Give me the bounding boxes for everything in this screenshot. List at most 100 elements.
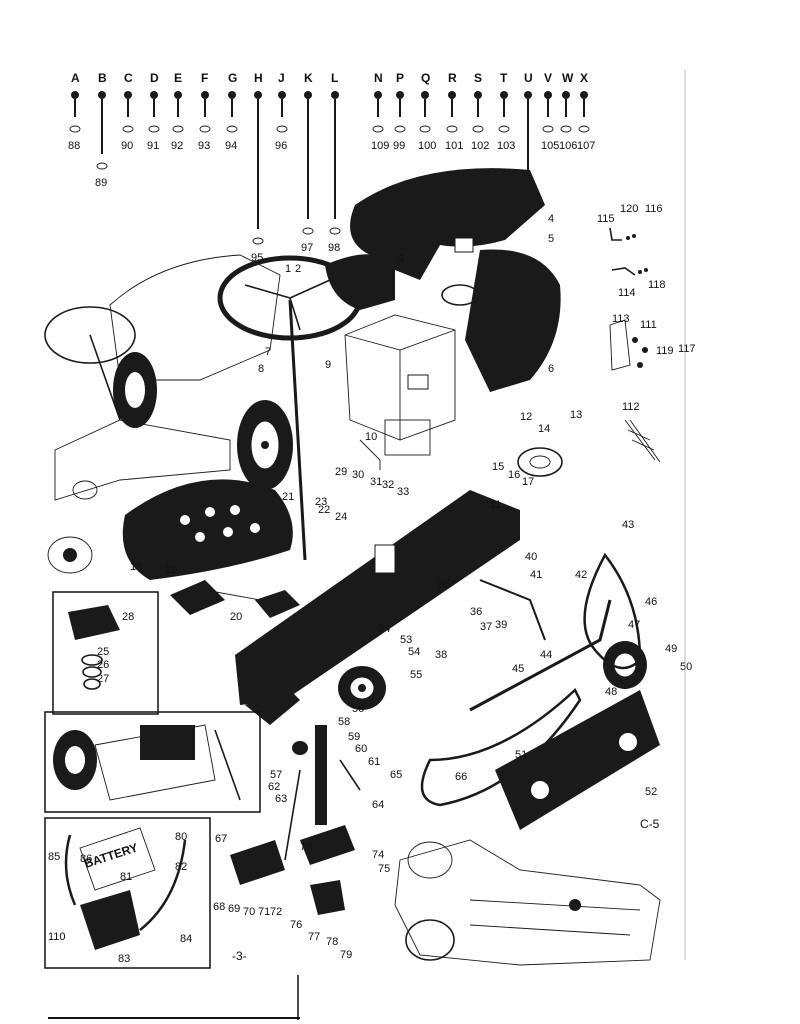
hardware-letter: J xyxy=(278,71,285,85)
washer xyxy=(419,125,431,133)
callout-13: 13 xyxy=(570,409,582,421)
hardware-number: 94 xyxy=(225,140,237,152)
callout-24: 24 xyxy=(335,511,347,523)
callout-76: 76 xyxy=(290,919,302,931)
callout-119: 119 xyxy=(656,345,674,357)
callout-34: 34 xyxy=(378,623,390,635)
callout-114: 114 xyxy=(618,287,636,299)
bolt-head xyxy=(396,91,404,99)
callout-54: 54 xyxy=(408,646,420,658)
hardware-letter: D xyxy=(150,71,159,85)
washer xyxy=(172,125,184,133)
callout-51: 51 xyxy=(515,749,527,761)
hardware-letter: V xyxy=(544,71,552,85)
callout-44: 44 xyxy=(540,649,552,661)
callout-116: 116 xyxy=(645,203,663,215)
hardware-letter: X xyxy=(580,71,588,85)
washer xyxy=(69,125,81,133)
callout-8: 8 xyxy=(258,363,264,375)
engine-inset-box xyxy=(44,711,261,813)
hardware-number: 89 xyxy=(95,177,107,189)
hardware-number: 88 xyxy=(68,140,80,152)
hardware-number: 102 xyxy=(471,140,489,152)
hardware-number: 98 xyxy=(328,242,340,254)
hardware-letter: H xyxy=(254,71,263,85)
callout-70: 70 xyxy=(243,906,255,918)
bolt-head xyxy=(150,91,158,99)
callout-63: 63 xyxy=(275,793,287,805)
seat-part xyxy=(122,479,293,580)
callout-113: 113 xyxy=(612,313,630,325)
callout-5: 5 xyxy=(548,233,554,245)
hardware-letter: T xyxy=(500,71,508,85)
washer xyxy=(96,162,108,170)
clip-114 xyxy=(611,267,648,276)
callout-74: 74 xyxy=(372,849,384,861)
footrest-part xyxy=(170,580,300,618)
bolt-head xyxy=(421,91,429,99)
washer xyxy=(329,227,341,235)
callout-17: 17 xyxy=(522,476,534,488)
hardware-row: A88B89C90D91E92F93G94H95J96K97L98N109P99… xyxy=(68,71,595,264)
callout-14: 14 xyxy=(538,423,550,435)
bolt-head xyxy=(331,91,339,99)
callout-110: 110 xyxy=(48,931,66,943)
callout-11: 11 xyxy=(490,499,501,511)
hardware-letter: R xyxy=(448,71,457,85)
callout-25: 25 xyxy=(97,646,109,658)
bolt-head xyxy=(254,91,262,99)
hardware-letter: N xyxy=(374,71,383,85)
bolt-head xyxy=(124,91,132,99)
bolt-head xyxy=(174,91,182,99)
callout-35: 35 xyxy=(438,579,450,591)
callout-16: 16 xyxy=(508,469,520,481)
main-frame xyxy=(235,490,520,725)
spring-112 xyxy=(624,419,661,463)
hood-part xyxy=(350,168,545,280)
grille-part xyxy=(465,249,561,392)
hardware-number: 90 xyxy=(121,140,133,152)
callout-4: 4 xyxy=(548,213,554,225)
hardware-letter: P xyxy=(396,71,404,85)
hardware-number: 96 xyxy=(275,140,287,152)
hardware-number: 100 xyxy=(418,140,436,152)
hardware-number: 103 xyxy=(497,140,515,152)
idler-arm xyxy=(469,579,612,712)
bolt-head xyxy=(580,91,588,99)
bolt-head xyxy=(374,91,382,99)
callout-32: 32 xyxy=(382,479,394,491)
callout-66: 66 xyxy=(455,771,467,783)
washer xyxy=(394,125,406,133)
washer xyxy=(148,125,160,133)
hardware-number: 99 xyxy=(393,140,405,152)
pulley-47 xyxy=(603,641,647,689)
hardware-number: 93 xyxy=(198,140,210,152)
rear-plate xyxy=(495,690,660,830)
callout-33: 33 xyxy=(397,486,409,498)
callout-45: 45 xyxy=(512,663,524,675)
battery-inset-box xyxy=(44,817,211,969)
bolt-head xyxy=(304,91,312,99)
callout-52: 52 xyxy=(645,786,657,798)
hardware-letter: B xyxy=(98,71,107,85)
hardware-number: 101 xyxy=(445,140,463,152)
pulley-55 xyxy=(338,666,386,710)
callout-29: 29 xyxy=(335,466,347,478)
callout-120: 120 xyxy=(620,203,638,215)
callout-23: 23 xyxy=(315,496,327,508)
tractor-overview xyxy=(44,254,293,574)
callout-82: 82 xyxy=(175,861,187,873)
hardware-letter: C xyxy=(124,71,133,85)
hardware-letter: L xyxy=(331,71,338,85)
washer xyxy=(498,125,510,133)
callout-111: 111 xyxy=(640,319,657,331)
callout-7: 7 xyxy=(265,346,271,358)
bolt-head xyxy=(524,91,532,99)
bolt-head xyxy=(278,91,286,99)
hardware-number: 107 xyxy=(577,140,595,152)
callout-22: 22 xyxy=(318,504,330,516)
pulley-13 xyxy=(517,447,563,477)
callout-78: 78 xyxy=(326,936,338,948)
washer xyxy=(372,125,384,133)
